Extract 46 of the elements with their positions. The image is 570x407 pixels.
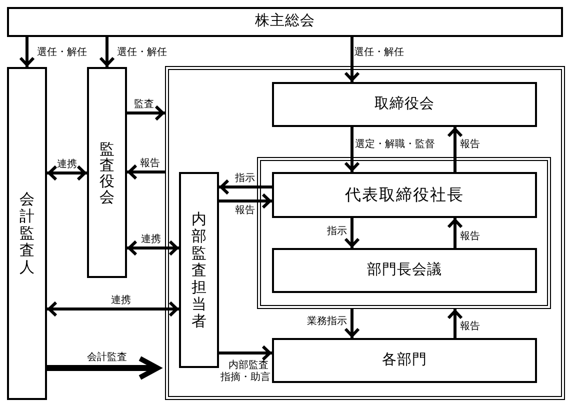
arrow (447, 309, 463, 338)
org-box: 部門長会議 (272, 248, 537, 293)
arrow (447, 127, 463, 172)
arrow (127, 164, 165, 180)
edge-label: 報告 (460, 321, 480, 333)
org-box: 監査役会 (87, 67, 127, 278)
org-box: 内部監査担当者 (179, 172, 219, 368)
edge-label: 指示 (235, 173, 255, 185)
edge-label: 業務指示 (307, 316, 347, 328)
arrow (344, 218, 360, 248)
arrow (127, 105, 165, 121)
edge-label: 報告 (140, 158, 160, 170)
org-box: 株主総会 (7, 7, 563, 37)
org-box: 取締役会 (272, 82, 537, 127)
arrow (219, 345, 272, 361)
edge-label: 連携 (141, 234, 161, 246)
edge-label: 指示 (327, 226, 347, 238)
arrow (344, 127, 360, 172)
double-arrow (127, 240, 179, 256)
edge-label: 監査 (134, 99, 154, 111)
edge-label: 連携 (57, 159, 77, 171)
edge-label: 会計監査 (87, 352, 127, 364)
arrow (47, 356, 160, 380)
double-border-frame (257, 157, 551, 309)
edge-label: 報告 (235, 205, 255, 217)
double-arrow (47, 165, 87, 181)
arrow (344, 309, 360, 338)
double-border-frame (165, 66, 565, 400)
edge-label: 報告 (460, 231, 480, 243)
edge-label: 連携 (111, 295, 131, 307)
arrow (219, 193, 272, 209)
edge-label: 選任・解任 (354, 47, 404, 59)
double-arrow (47, 301, 179, 317)
org-box: 各部門 (272, 338, 537, 383)
edge-label: 選任・解任 (117, 47, 167, 59)
org-box: 代表取締役社長 (272, 172, 537, 218)
arrow (219, 179, 272, 195)
org-box: 会計監査人 (7, 67, 47, 400)
arrow (99, 37, 115, 67)
edge-label: 報告 (460, 139, 480, 151)
arrow (447, 218, 463, 248)
edge-label: 選定・解職・監督 (355, 139, 435, 151)
arrow (344, 37, 360, 82)
edge-label: 内部監査指摘・助言 (220, 360, 271, 384)
arrow (19, 37, 35, 67)
edge-label: 選任・解任 (37, 47, 87, 59)
